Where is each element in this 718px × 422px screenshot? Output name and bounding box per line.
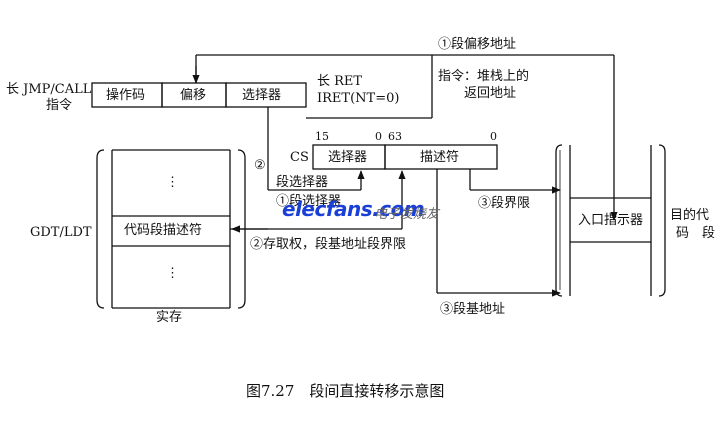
bit0b-label: 0	[490, 130, 497, 143]
step3-base-label: ③段基地址	[440, 302, 506, 317]
entry-label: 入口指示器	[578, 213, 644, 228]
step2-access-label: ②存取权，段基地址段界限	[250, 237, 407, 252]
bit15-label: 15	[315, 130, 329, 143]
cs-label: CS	[290, 150, 309, 165]
ret-label-1: 长 RET	[317, 74, 363, 89]
target-label-2: 码 段	[676, 226, 716, 241]
target-label-1: 目的代	[670, 208, 710, 223]
cs-descriptor-label: 描述符	[420, 150, 460, 165]
dots-top: ⋮	[166, 175, 179, 190]
step1-selector-label: ①段选择器	[276, 194, 342, 209]
gdt-ldt-label: GDT/LDT	[30, 225, 92, 240]
selector-box	[225, 82, 307, 108]
offset-label: 偏移	[180, 88, 207, 103]
cs-selector-label: 选择器	[328, 150, 368, 165]
seg-selector-label: 段选择器	[276, 175, 329, 190]
step1-offset-label: ①段偏移地址	[438, 37, 517, 52]
instr-cmd-label: 指令	[46, 98, 73, 113]
bit0a-label: 0	[375, 130, 382, 143]
opcode-label: 操作码	[106, 88, 146, 103]
watermark-logo: elecfans.com	[282, 197, 425, 221]
ret-label-2: IRET(NT=0)	[317, 91, 400, 106]
step3-limit-label: ③段界限	[478, 196, 531, 211]
stack-label-1: 指令：堆栈上的	[438, 69, 530, 84]
step2-marker: ②	[254, 158, 266, 173]
stack-label-2: 返回地址	[464, 86, 517, 101]
cs-descriptor-box	[384, 144, 498, 170]
dots-bottom: ⋮	[166, 266, 179, 281]
instr-long-label: 长 JMP/CALL	[6, 82, 92, 97]
memory-label: 实存	[156, 310, 183, 325]
bit63-label: 63	[388, 130, 402, 143]
figure-caption: 图7.27 段间直接转移示意图	[246, 382, 445, 400]
watermark-cn: 电子发烧友	[374, 207, 440, 222]
selector-label: 选择器	[242, 88, 282, 103]
code-desc-label: 代码段描述符	[124, 223, 203, 238]
